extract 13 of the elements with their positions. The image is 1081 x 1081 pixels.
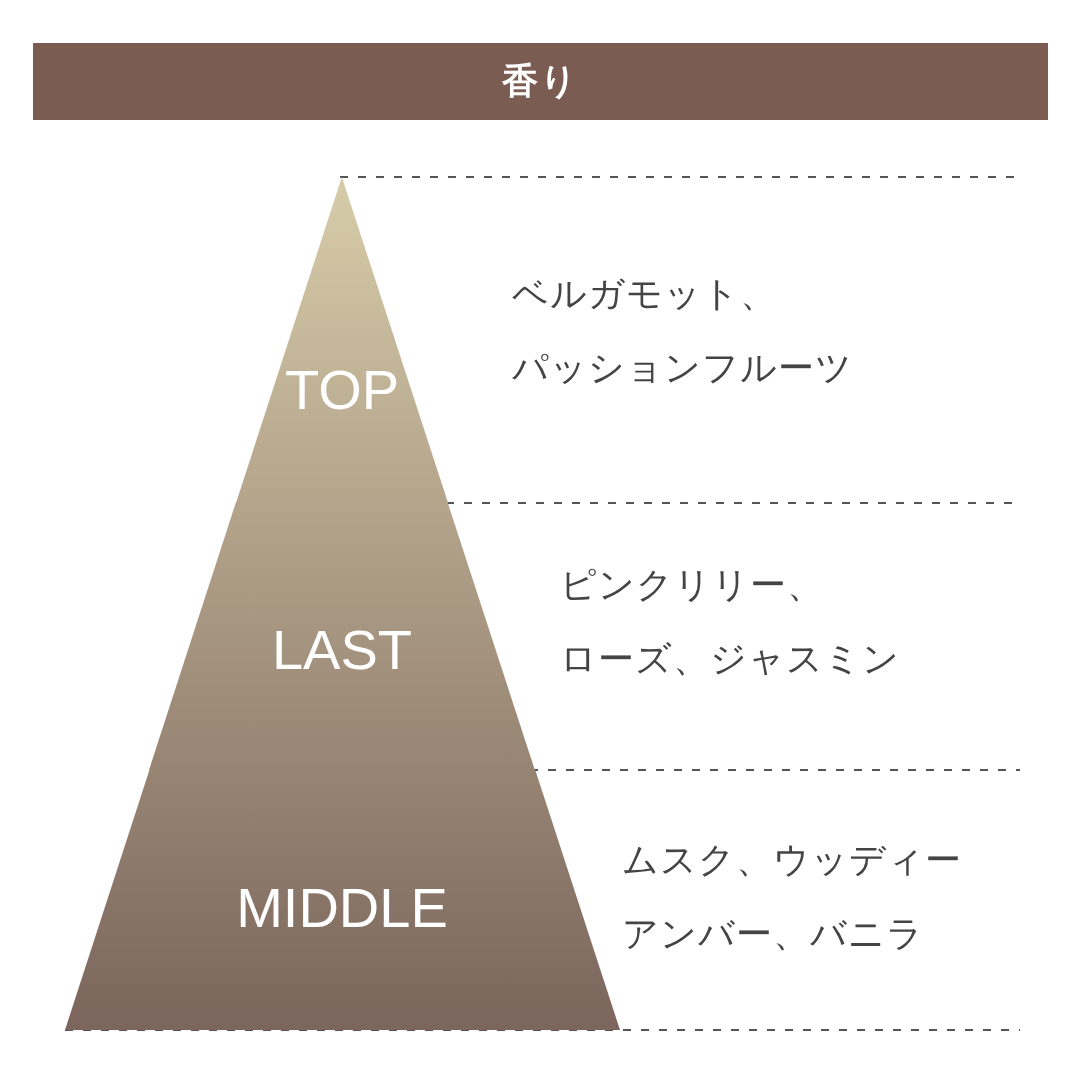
note-text: ピンクリリー、: [560, 563, 825, 607]
pyramid-tier: [149, 503, 536, 770]
note-text: ベルガモット、: [512, 272, 778, 316]
note-text: ムスク、ウッディー: [622, 838, 962, 882]
pyramid-tier: [65, 770, 620, 1030]
tier-label: MIDDLE: [236, 880, 448, 936]
note-text: ローズ、ジャスミン: [560, 637, 900, 681]
title-bar: 香り: [33, 43, 1048, 120]
note-text: アンバー、バニラ: [622, 912, 925, 956]
pyramid-tier: [236, 177, 449, 503]
tier-label: LAST: [271, 622, 412, 678]
tier-label: TOP: [284, 362, 400, 418]
note-text: パッションフルーツ: [512, 346, 853, 390]
